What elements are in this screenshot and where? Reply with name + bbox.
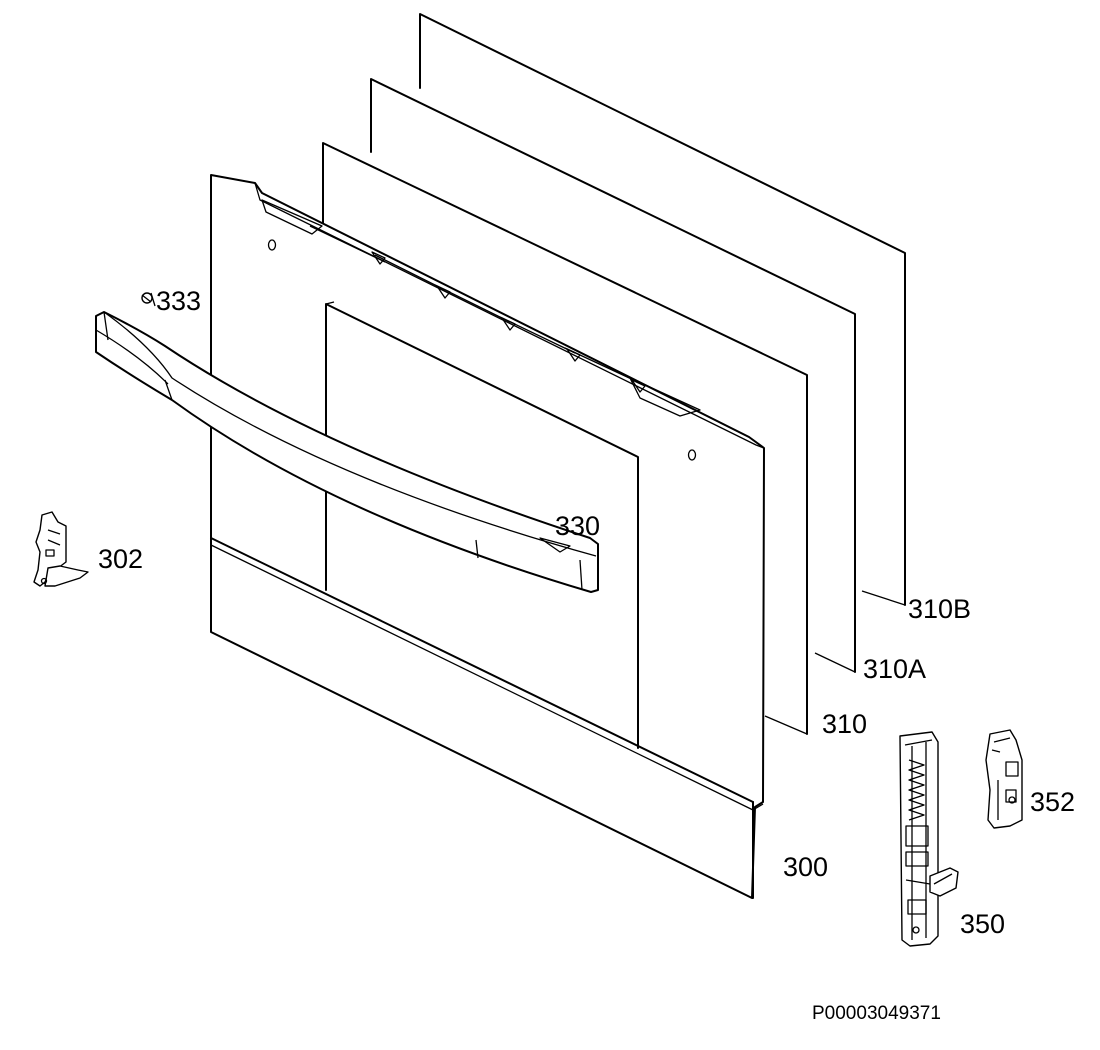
label-352: 352 xyxy=(1030,787,1076,817)
label-310: 310 xyxy=(822,709,868,739)
label-350: 350 xyxy=(960,909,1006,939)
label-300: 300 xyxy=(783,852,829,882)
glass-panel-310B xyxy=(419,13,906,606)
glass-panel-310 xyxy=(322,142,808,735)
drawing-reference-number: P00003049371 xyxy=(812,1003,941,1024)
hinge-part-302 xyxy=(33,511,89,587)
label-330: 330 xyxy=(555,511,601,541)
hinge-spring xyxy=(908,759,925,821)
screw-333 xyxy=(141,292,156,307)
top-vents xyxy=(261,199,701,417)
label-302: 302 xyxy=(98,544,144,574)
hinge-350 xyxy=(899,731,959,947)
label-333: 333 xyxy=(156,286,202,316)
glass-panel-310A xyxy=(370,78,856,673)
label-310B: 310B xyxy=(908,594,972,624)
hinge-receiver-352 xyxy=(985,729,1023,829)
label-310A: 310A xyxy=(863,654,927,684)
door-handle-330 xyxy=(95,311,599,593)
